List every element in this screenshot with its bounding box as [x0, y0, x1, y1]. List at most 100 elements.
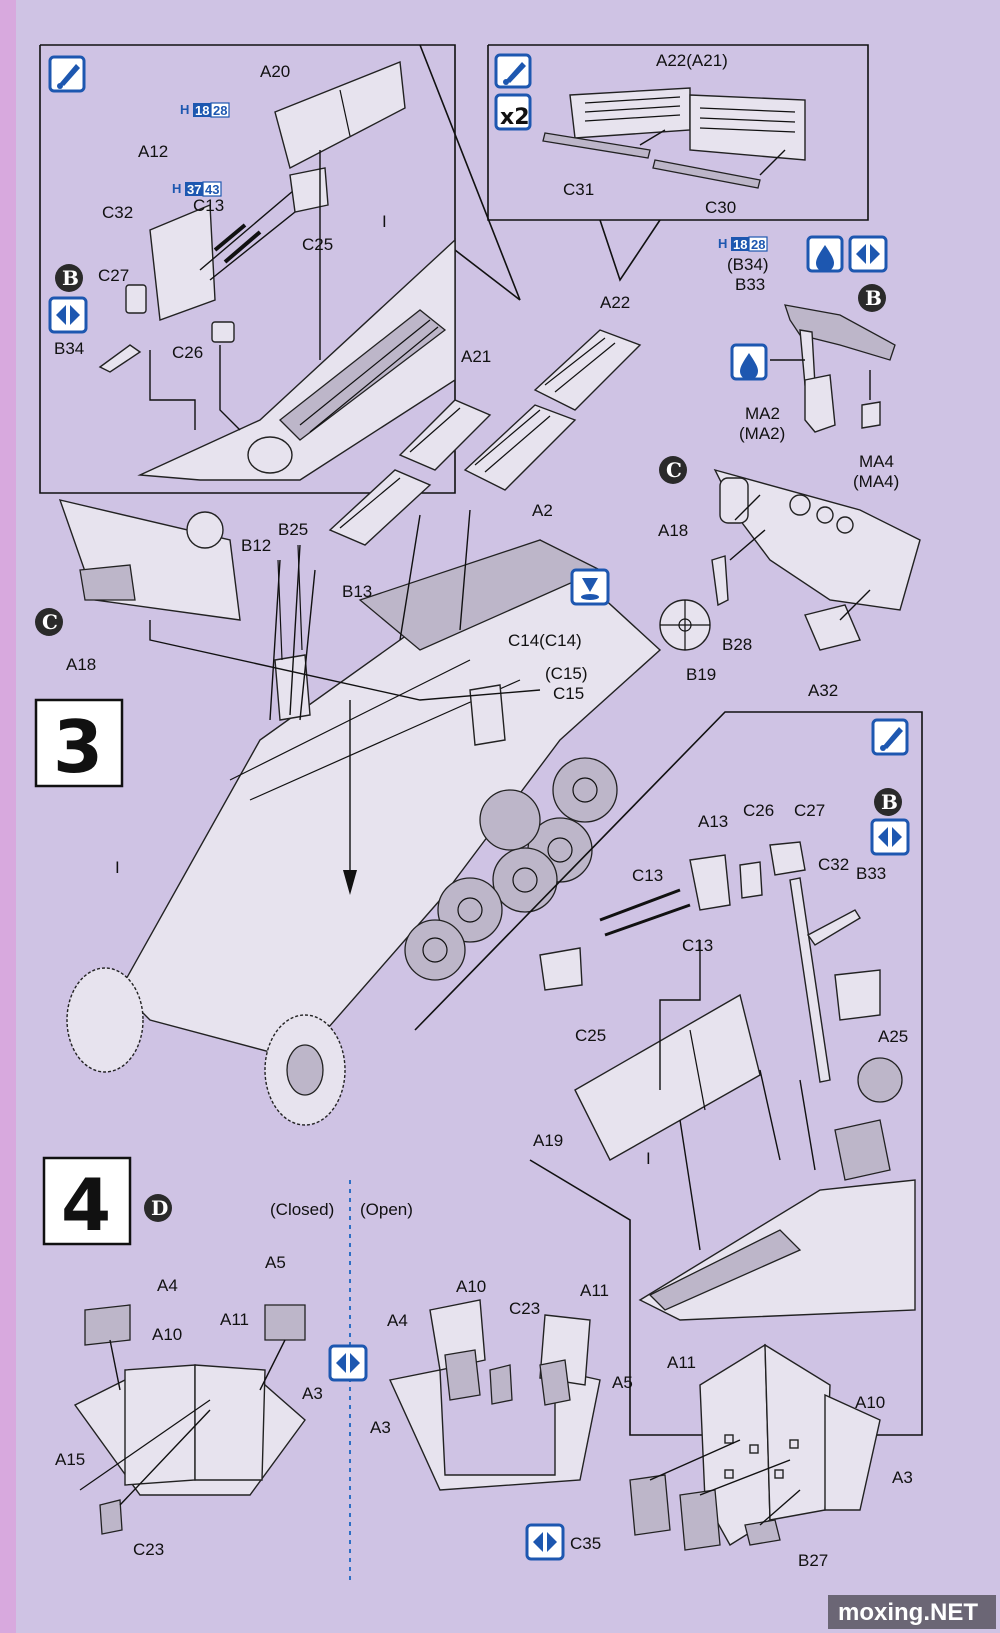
label-b33: B33 — [735, 275, 765, 294]
part-c31 — [542, 132, 651, 159]
svg-text:H: H — [180, 102, 189, 117]
option-icon-4 — [328, 1344, 368, 1382]
label-c15-paren: (C15) — [545, 664, 588, 683]
part-a4-closed — [84, 1304, 131, 1346]
label-a4-closed: A4 — [157, 1276, 178, 1295]
hull-body — [119, 539, 662, 1061]
part-c27 — [125, 284, 147, 314]
label-b12: B12 — [241, 536, 271, 555]
svg-text:3: 3 — [53, 705, 103, 789]
callout-b-1: B — [55, 264, 83, 292]
label-c14: C14(C14) — [508, 631, 582, 650]
option-icon-3 — [870, 818, 910, 856]
label-c13: C13 — [193, 196, 224, 215]
label-a4-open: A4 — [387, 1311, 408, 1330]
part-a3-rear — [824, 1393, 881, 1511]
label-b27: B27 — [798, 1551, 828, 1570]
svg-text:moxing.NET: moxing.NET — [838, 1599, 978, 1626]
label-b13: B13 — [342, 582, 372, 601]
times-two-icon: x2 — [494, 93, 532, 131]
label-ma2-paren: (MA2) — [739, 424, 785, 443]
label-a3-rear: A3 — [892, 1468, 913, 1487]
part-c14 — [469, 684, 506, 746]
label-closed: (Closed) — [270, 1200, 334, 1219]
tailgate-open: A10 A4 C23 A11 A5 A3 — [370, 1277, 633, 1491]
label-a13: A13 — [698, 812, 728, 831]
part-c26-r — [739, 861, 763, 899]
svg-text:C: C — [42, 610, 58, 634]
label-a2: A2 — [532, 501, 553, 520]
part-a32 — [804, 604, 861, 651]
rear-door-detail: A11 A10 A3 C35 B27 — [525, 1343, 913, 1570]
part-a18-right — [719, 477, 749, 524]
label-ma4-paren: (MA4) — [853, 472, 899, 491]
part-a11-closed — [194, 1364, 266, 1481]
label-ma2: MA2 — [745, 404, 780, 423]
label-a20: A20 — [260, 62, 290, 81]
label-c13-r1: C13 — [632, 866, 663, 885]
svg-text:28: 28 — [751, 237, 765, 252]
inset-right-middle: B A13 C26 C27 C32 B33 C13 C13 C25 A25 A1… — [414, 711, 923, 1436]
label-a10-closed: A10 — [152, 1325, 182, 1344]
part-b27 — [744, 1519, 781, 1546]
option-icon-5 — [525, 1523, 565, 1561]
callout-b-2: B — [858, 284, 886, 312]
label-a5-open: A5 — [612, 1373, 633, 1392]
part-a22-a21 — [569, 87, 691, 139]
part-c35-a — [629, 1474, 671, 1536]
glue-icon-3 — [871, 718, 909, 756]
part-dashboard — [713, 468, 921, 611]
label-a25: A25 — [878, 1027, 908, 1046]
label-c30: C30 — [705, 198, 736, 217]
label-a15: A15 — [55, 1450, 85, 1469]
label-a18-right: A18 — [658, 521, 688, 540]
part-a5-closed — [264, 1304, 306, 1341]
label-a11-open: A11 — [580, 1281, 609, 1300]
part-b34 — [98, 344, 142, 373]
glue-icon-2 — [494, 53, 532, 89]
label-a22: A22 — [600, 293, 630, 312]
svg-text:C: C — [666, 458, 682, 482]
part-a22 — [533, 329, 642, 411]
label-a32: A32 — [808, 681, 838, 700]
part-c35-b — [679, 1489, 721, 1551]
svg-text:18: 18 — [195, 103, 209, 118]
part-c25-r — [539, 947, 583, 991]
svg-text:H: H — [718, 236, 727, 251]
part-c25 — [289, 167, 329, 213]
badge-h1828-b: H 18 28 — [718, 236, 768, 252]
label-b33-r: B33 — [856, 864, 886, 883]
label-c23-closed: C23 — [133, 1540, 164, 1559]
label-c25: C25 — [302, 235, 333, 254]
paint-drop-icon-2 — [730, 343, 768, 381]
label-c27: C27 — [98, 266, 129, 285]
part-c32-r — [789, 877, 831, 1083]
label-a5-closed: A5 — [265, 1253, 286, 1272]
part-a12 — [149, 203, 216, 321]
part-a10-rear — [764, 1343, 831, 1521]
part-c26 — [211, 321, 235, 343]
svg-text:4: 4 — [61, 1163, 111, 1247]
callout-b-3: B — [874, 788, 902, 816]
tailgate-closed: A4 A5 A10 A11 A3 A15 C23 — [55, 1253, 323, 1559]
label-ma4: MA4 — [859, 452, 894, 471]
svg-text:B: B — [62, 266, 79, 290]
label-a10-rear: A10 — [855, 1393, 885, 1412]
label-b34: B34 — [54, 339, 84, 358]
callout-c-2: C — [35, 608, 63, 636]
part-a20 — [274, 61, 406, 170]
label-b34-paren: (B34) — [727, 255, 769, 274]
label-a3-closed: A3 — [302, 1384, 323, 1403]
label-b25: B25 — [278, 520, 308, 539]
label-b19: B19 — [686, 665, 716, 684]
part-a25 — [834, 969, 881, 1021]
part-c27-r — [769, 841, 806, 876]
main-hull: A2 B12 B25 B13 A18 C14(C14) (C15) C15 I … — [35, 499, 662, 1126]
paint-drop-icon — [806, 235, 844, 273]
part-ma4 — [861, 401, 881, 429]
label-a12: A12 — [138, 142, 168, 161]
watermark: moxing.NET — [828, 1595, 996, 1629]
label-c25-r: C25 — [575, 1026, 606, 1045]
